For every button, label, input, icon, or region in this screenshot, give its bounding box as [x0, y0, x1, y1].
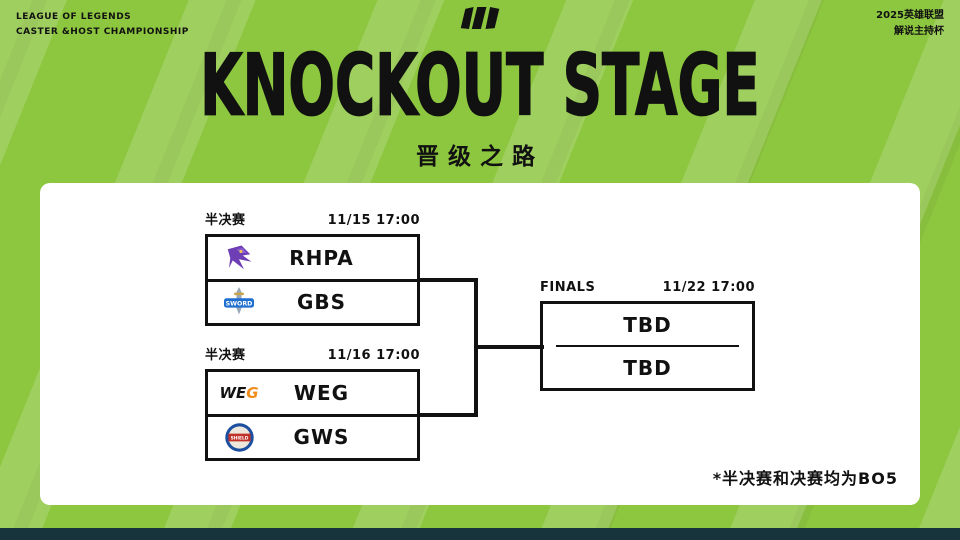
- row-divider: [208, 413, 417, 417]
- bottom-bar: [0, 528, 960, 540]
- weg-logo-orange: G: [246, 383, 259, 402]
- row-divider: [556, 345, 739, 347]
- event-name-right: 2025英雄联盟 解说主持杯: [876, 8, 944, 39]
- connector-finals: [474, 345, 544, 349]
- finals-slot-2: TBD: [543, 347, 752, 388]
- finals-header: FINALS 11/22 17:00: [540, 280, 755, 295]
- gws-shield-icon: SHIELD: [216, 422, 262, 453]
- semifinal-1-datetime: 11/15 17:00: [327, 213, 420, 228]
- gbs-sword-icon: SWORD: [216, 287, 262, 317]
- finals-label: FINALS: [540, 280, 596, 295]
- semifinal-2: 半决赛 11/16 17:00 WEG WEG: [205, 344, 420, 461]
- row-divider: [208, 278, 417, 282]
- team-name: GBS: [296, 290, 347, 315]
- weg-logo-black: WE: [219, 383, 247, 402]
- team-name: GWS: [293, 425, 350, 450]
- event-name-line2: CASTER &HOST CHAMPIONSHIP: [16, 27, 189, 38]
- semifinal-2-header: 半决赛 11/16 17:00: [205, 344, 420, 363]
- semifinal-1-box: RHPA SWORD GBS: [205, 234, 420, 326]
- event-logo-icon: [458, 5, 502, 35]
- gws-badge-text: SHIELD: [230, 435, 248, 441]
- semifinal-2-datetime: 11/16 17:00: [327, 348, 420, 363]
- team-row-rhpa: RHPA: [208, 237, 417, 279]
- finals-box: TBD TBD: [540, 301, 755, 391]
- team-row-gbs: SWORD GBS: [208, 282, 417, 324]
- finals-datetime: 11/22 17:00: [662, 280, 755, 295]
- finals-slot-1: TBD: [543, 304, 752, 345]
- event-name-left: LEAGUE OF LEGENDS CASTER &HOST CHAMPIONS…: [16, 10, 189, 41]
- team-name: TBD: [623, 355, 672, 380]
- semifinal-1: 半决赛 11/15 17:00 RHPA: [205, 209, 420, 326]
- connector-sf2: [420, 413, 476, 417]
- bo5-footnote: *半决赛和决赛均为BO5: [712, 469, 898, 488]
- finals: FINALS 11/22 17:00 TBD TBD: [540, 280, 755, 391]
- page-subtitle: 晋级之路: [416, 144, 544, 170]
- semifinal-1-header: 半决赛 11/15 17:00: [205, 209, 420, 228]
- event-name-cn-line2: 解说主持杯: [894, 25, 944, 37]
- event-name-line1: LEAGUE OF LEGENDS: [16, 12, 132, 22]
- semifinal-2-label: 半决赛: [205, 348, 246, 363]
- page-title: KNOCKOUT STAGE: [200, 37, 761, 136]
- team-name: TBD: [623, 312, 672, 337]
- bracket-panel: 半决赛 11/15 17:00 RHPA: [40, 183, 920, 505]
- team-row-gws: SHIELD GWS: [208, 417, 417, 459]
- connector-sf1: [420, 278, 476, 282]
- semifinal-2-box: WEG WEG SHIELD GWS: [205, 369, 420, 461]
- team-row-weg: WEG WEG: [208, 372, 417, 414]
- team-name: RHPA: [289, 245, 354, 270]
- rhpa-raven-icon: [216, 243, 262, 273]
- event-name-cn-line1: 2025英雄联盟: [876, 10, 944, 21]
- gbs-ribbon-text: SWORD: [226, 301, 253, 308]
- weg-text-icon: WEG: [216, 384, 262, 402]
- team-name: WEG: [293, 380, 350, 405]
- semifinal-1-label: 半决赛: [205, 213, 246, 228]
